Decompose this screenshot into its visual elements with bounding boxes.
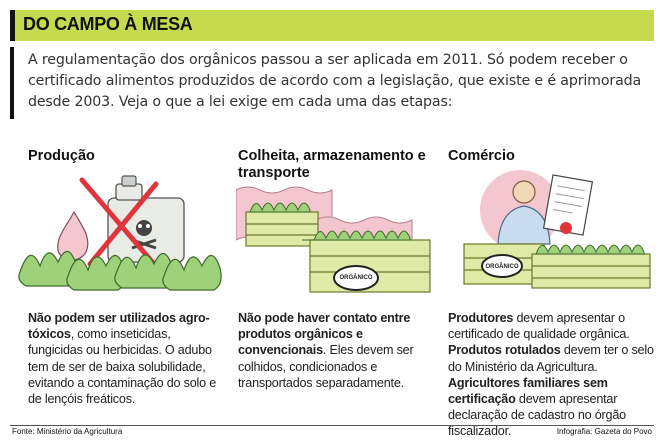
person-icon xyxy=(497,180,551,245)
production-title: Produção xyxy=(28,148,95,164)
organic-seal-icon: ORGÂNICO xyxy=(333,265,379,291)
production-illustration xyxy=(18,175,222,291)
svg-text:ORGÂNICO: ORGÂNICO xyxy=(340,274,373,281)
footer-credit: Infografia: Gazeta do Povo xyxy=(556,427,652,436)
harvest-text: Não pode haver contato entre produtos or… xyxy=(238,311,414,390)
harvest-illustration: ORGÂNICO xyxy=(236,186,431,293)
drop-icon xyxy=(57,210,89,261)
production-text: Não podem ser utilizados agro-tóxicos, c… xyxy=(28,311,217,407)
organic-seal-icon: ORGÂNICO xyxy=(481,254,523,278)
cross-icon xyxy=(79,177,157,267)
intro-paragraph: A regulamentação dos orgânicos passou a … xyxy=(28,52,642,110)
certificate-icon xyxy=(542,174,594,236)
commerce-title: Comércio xyxy=(448,148,515,164)
footer-source: Fonte: Ministério da Agricultura xyxy=(12,427,123,436)
commerce-illustration: ORGÂNICO xyxy=(463,170,651,289)
page-header: DO CAMPO À MESA xyxy=(10,10,654,41)
intro-accent-bar xyxy=(10,47,14,119)
canister-icon xyxy=(107,175,185,263)
page-title: DO CAMPO À MESA xyxy=(23,14,193,34)
lettuce-row-icon xyxy=(18,250,222,291)
harvest-title: Colheita, armazenamento e transporte xyxy=(238,148,426,181)
lettuce-icon xyxy=(535,244,645,255)
commerce-text: Produtores devem apresentar o certificad… xyxy=(448,311,654,439)
footer-rule xyxy=(10,425,654,426)
svg-text:ORGÂNICO: ORGÂNICO xyxy=(486,263,519,270)
lettuce-icon xyxy=(249,202,411,241)
